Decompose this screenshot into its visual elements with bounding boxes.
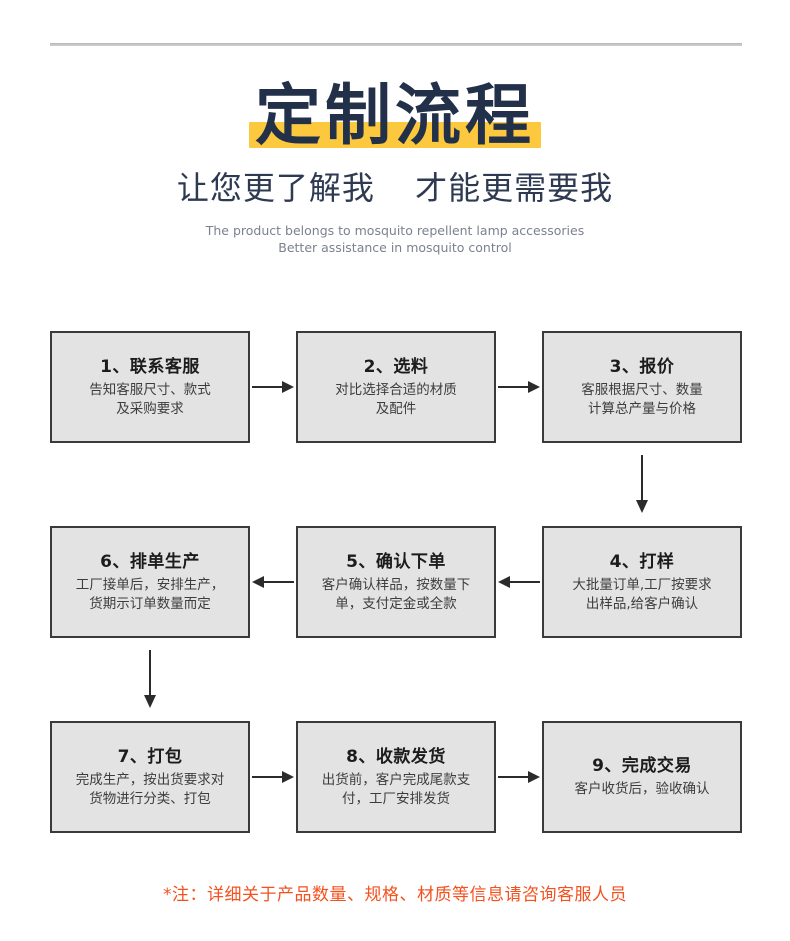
- flow-row-1: 1、联系客服 告知客服尺寸、款式 及采购要求 2、选料 对比选择合适的材质 及配…: [0, 331, 790, 443]
- flow-step-6[interactable]: 6、排单生产 工厂接单后，安排生产， 货期示订单数量而定: [50, 526, 250, 638]
- arrow-left-step4-to-step5: [498, 576, 540, 588]
- flow-step-desc-line2: 货物进行分类、打包: [89, 790, 211, 807]
- flow-step-desc-line1: 工厂接单后，安排生产，: [75, 576, 225, 593]
- flow-step-title: 9、完成交易: [592, 756, 692, 776]
- arrow-shaft: [498, 386, 529, 388]
- flow-step-2[interactable]: 2、选料 对比选择合适的材质 及配件: [296, 331, 496, 443]
- subtitle-right: 才能更需要我: [415, 169, 614, 207]
- title-highlight-bar: [249, 122, 541, 148]
- flow-step-1[interactable]: 1、联系客服 告知客服尺寸、款式 及采购要求: [50, 331, 250, 443]
- flow-step-title: 7、打包: [117, 746, 183, 767]
- arrow-head: [528, 381, 540, 393]
- header: 定制流程 让您更了解我 才能更需要我 The product belongs t…: [0, 78, 790, 256]
- arrow-down-step3-to-step4: [636, 455, 648, 513]
- arrow-head: [282, 771, 294, 783]
- flow-step-title: 1、联系客服: [100, 356, 200, 377]
- flow-step-8[interactable]: 8、收款发货 出货前，客户完成尾款支 付，工厂安排发货: [296, 721, 496, 833]
- footer-note: *注：详细关于产品数量、规格、材质等信息请咨询客服人员: [163, 885, 627, 905]
- arrow-shaft: [509, 581, 540, 583]
- flow-step-desc-line1: 告知客服尺寸、款式: [89, 381, 211, 398]
- flow-step-title: 4、打样: [609, 551, 675, 572]
- arrow-right-step7-to-step8: [252, 771, 294, 783]
- flow-step-desc-line1: 客户收货后，验收确认: [574, 781, 710, 797]
- flow-step-title: 2、选料: [363, 356, 429, 377]
- flow-step-title: 6、排单生产: [100, 551, 200, 572]
- flow-row-2: 6、排单生产 工厂接单后，安排生产， 货期示订单数量而定 5、确认下单 客户确认…: [0, 526, 790, 638]
- flow-step-title: 5、确认下单: [346, 551, 446, 572]
- flow-step-7[interactable]: 7、打包 完成生产，按出货要求对 货物进行分类、打包: [50, 721, 250, 833]
- arrow-head: [498, 576, 510, 588]
- flow-step-desc-line1: 客服根据尺寸、数量: [581, 381, 703, 398]
- process-flow: 1、联系客服 告知客服尺寸、款式 及采购要求 2、选料 对比选择合适的材质 及配…: [0, 331, 790, 833]
- flow-step-title: 8、收款发货: [346, 746, 446, 767]
- arrow-head: [144, 695, 156, 708]
- flow-step-desc-line1: 出货前，客户完成尾款支: [321, 771, 471, 788]
- flow-step-desc-line2: 单，支付定金或全款: [335, 595, 457, 612]
- arrow-shaft: [498, 776, 529, 778]
- flow-step-5[interactable]: 5、确认下单 客户确认样品，按数量下 单，支付定金或全款: [296, 526, 496, 638]
- flow-step-desc-line2: 出样品,给客户确认: [585, 595, 699, 612]
- page-subtitle: 让您更了解我 才能更需要我: [0, 168, 790, 208]
- flow-step-desc-line2: 及配件: [375, 400, 417, 417]
- english-line-2: Better assistance in mosquito control: [278, 240, 512, 255]
- arrow-shaft: [149, 650, 151, 696]
- arrow-head: [528, 771, 540, 783]
- arrow-shaft: [252, 386, 283, 388]
- flow-step-desc-line1: 大批量订单,工厂按要求: [572, 576, 712, 593]
- flow-step-desc-line2: 计算总产量与价格: [588, 400, 696, 417]
- english-line-1: The product belongs to mosquito repellen…: [205, 223, 585, 238]
- flow-step-desc-line2: 货期示订单数量而定: [89, 595, 211, 612]
- flow-step-desc-line2: 付，工厂安排发货: [342, 790, 450, 807]
- arrow-down-step6-to-step7: [144, 650, 156, 708]
- arrow-head: [636, 500, 648, 513]
- flow-step-desc-line2: 及采购要求: [116, 400, 184, 417]
- flow-row-3: 7、打包 完成生产，按出货要求对 货物进行分类、打包 8、收款发货 出货前，客户…: [0, 721, 790, 833]
- arrow-right-step2-to-step3: [498, 381, 540, 393]
- arrow-shaft: [252, 776, 283, 778]
- arrow-right-step8-to-step9: [498, 771, 540, 783]
- flow-step-4[interactable]: 4、打样 大批量订单,工厂按要求 出样品,给客户确认: [542, 526, 742, 638]
- english-tagline: The product belongs to mosquito repellen…: [0, 222, 790, 256]
- flow-step-desc-line1: 客户确认样品，按数量下: [321, 576, 471, 593]
- flow-step-3[interactable]: 3、报价 客服根据尺寸、数量 计算总产量与价格: [542, 331, 742, 443]
- flow-step-desc-line1: 完成生产，按出货要求对: [75, 771, 225, 788]
- arrow-left-step5-to-step6: [252, 576, 294, 588]
- subtitle-left: 让您更了解我: [176, 169, 375, 207]
- arrow-shaft: [641, 455, 643, 501]
- arrow-head: [282, 381, 294, 393]
- arrow-head: [252, 576, 264, 588]
- arrow-right-step1-to-step2: [252, 381, 294, 393]
- arrow-shaft: [263, 581, 294, 583]
- flow-step-desc-line1: 对比选择合适的材质: [335, 381, 457, 398]
- flow-step-title: 3、报价: [609, 356, 675, 377]
- flow-step-9[interactable]: 9、完成交易 客户收货后，验收确认: [542, 721, 742, 833]
- top-divider: [50, 43, 742, 46]
- page-title: 定制流程: [255, 77, 535, 154]
- page-title-wrap: 定制流程: [249, 77, 541, 154]
